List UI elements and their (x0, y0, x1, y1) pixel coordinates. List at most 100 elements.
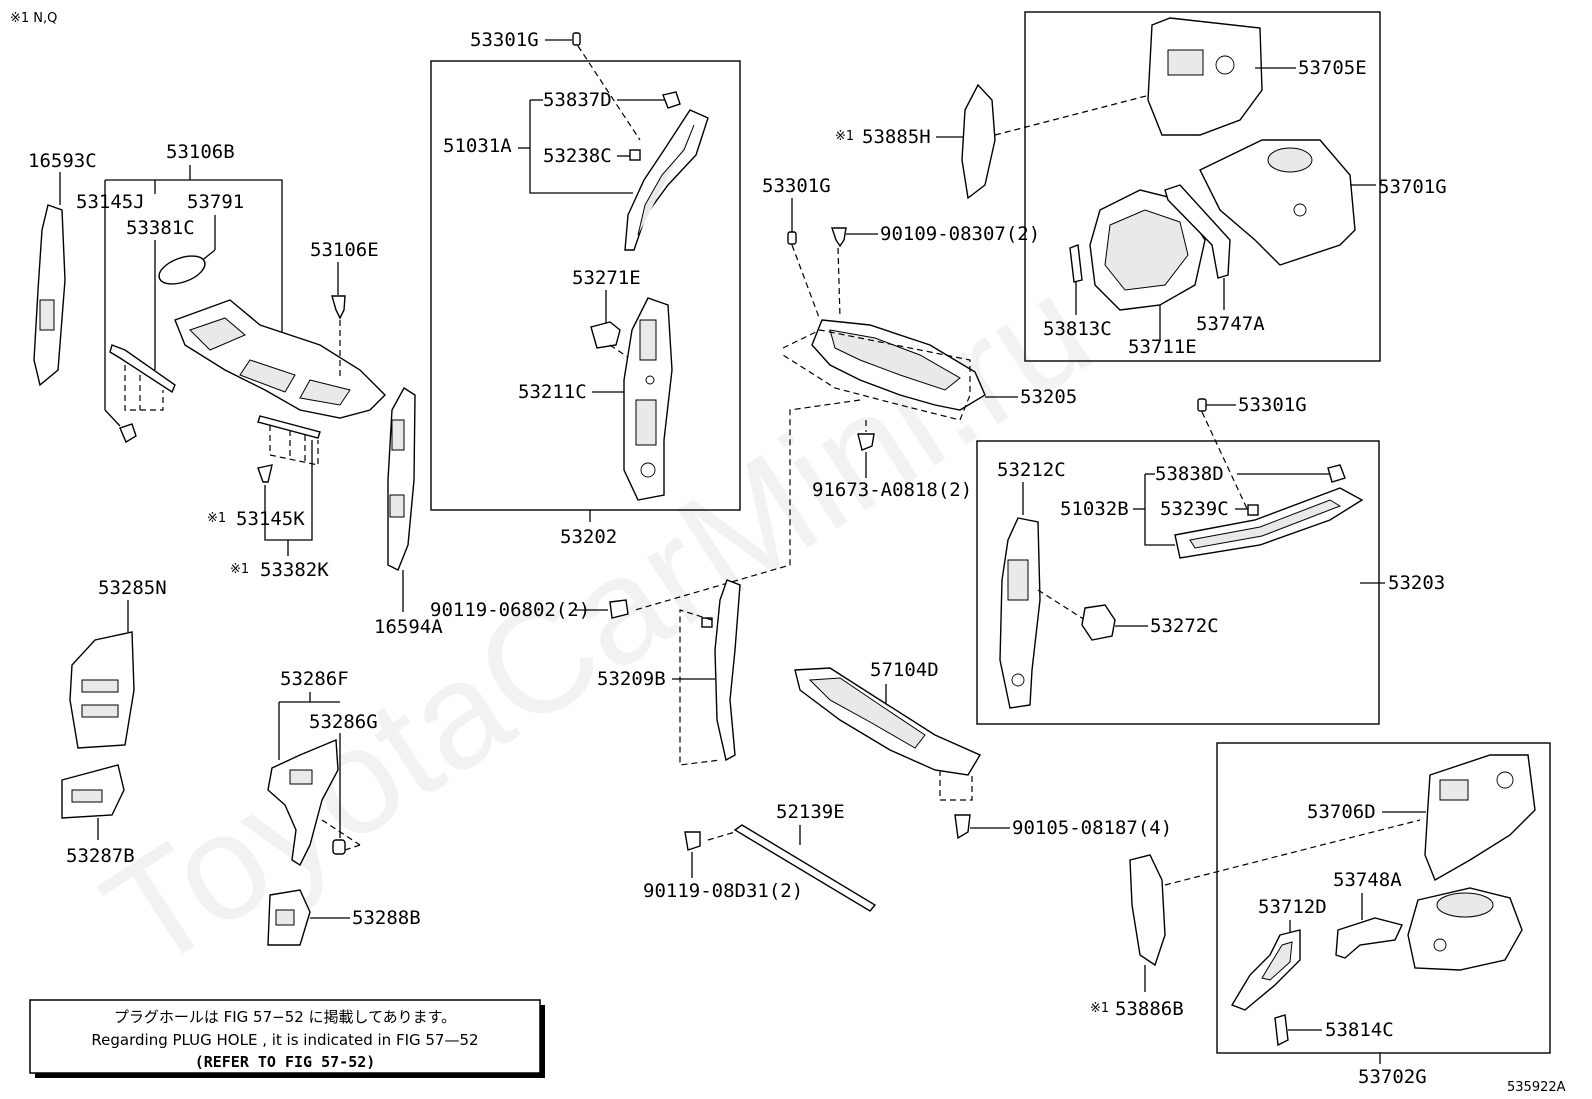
label-53814C[interactable]: 53814C (1325, 1019, 1394, 1041)
label-53202[interactable]: 53202 (560, 526, 617, 548)
mark-53886B: ※1 (1090, 1001, 1109, 1016)
label-53106B[interactable]: 53106B (166, 141, 235, 163)
panel-16593C (33, 204, 66, 387)
seal-53381C (109, 344, 176, 394)
panel-53885H (961, 83, 996, 200)
note-line-2: Regarding PLUG HOLE , it is indicated in… (91, 1031, 478, 1049)
seal-53382K (257, 415, 321, 439)
label-53288B[interactable]: 53288B (352, 907, 421, 929)
bracket-53838D (1327, 464, 1346, 483)
label-53211C[interactable]: 53211C (518, 381, 587, 403)
apron-53701G (1199, 139, 1356, 266)
label-53285N[interactable]: 53285N (98, 577, 167, 599)
label-53791[interactable]: 53791 (187, 191, 244, 213)
diagram-code: 535922A (1507, 1080, 1566, 1095)
label-53286F[interactable]: 53286F (280, 668, 349, 690)
group-box-53202 (430, 60, 741, 511)
label-51031A[interactable]: 51031A (443, 135, 512, 157)
panel-53886B (1129, 854, 1166, 967)
clip-53286G (332, 839, 346, 855)
label-53286G[interactable]: 53286G (309, 711, 378, 733)
apron-53705E (1147, 17, 1263, 136)
label-16593C[interactable]: 16593C (28, 150, 97, 172)
label-53382K[interactable]: 53382K (260, 559, 329, 581)
label-53885H[interactable]: 53885H (862, 126, 931, 148)
label-90119b[interactable]: 90119-08D31(2) (643, 880, 803, 902)
bolt-90119-b (684, 831, 701, 851)
reinforcement-53747A (1164, 184, 1231, 279)
label-53301G-c[interactable]: 53301G (1238, 394, 1307, 416)
label-53701G[interactable]: 53701G (1378, 176, 1447, 198)
label-53145J[interactable]: 53145J (76, 191, 145, 213)
label-53203[interactable]: 53203 (1388, 572, 1445, 594)
label-51032B[interactable]: 51032B (1060, 498, 1129, 520)
apron-53706D (1424, 754, 1536, 882)
note-box (29, 999, 541, 1074)
label-16594A[interactable]: 16594A (374, 616, 443, 638)
bolt-91673 (857, 433, 875, 451)
panel-53286F (267, 738, 339, 867)
bracket-53272C (1081, 604, 1116, 641)
label-53702G[interactable]: 53702G (1358, 1066, 1427, 1088)
label-53145K[interactable]: 53145K (236, 508, 305, 530)
label-53205[interactable]: 53205 (1020, 386, 1077, 408)
clip-53301G-a (572, 32, 581, 46)
label-57104D[interactable]: 57104D (870, 659, 939, 681)
label-53238C[interactable]: 53238C (543, 145, 612, 167)
label-53301G-a[interactable]: 53301G (470, 29, 539, 51)
label-52139E[interactable]: 52139E (776, 801, 845, 823)
brace-52139E (733, 824, 877, 912)
label-53301G-b[interactable]: 53301G (762, 175, 831, 197)
label-53106E[interactable]: 53106E (310, 239, 379, 261)
mark-53145K: ※1 (207, 511, 226, 526)
label-90105[interactable]: 90105-08187(4) (1012, 817, 1172, 839)
clip-53145J (119, 423, 137, 444)
panel-16594A (387, 387, 416, 571)
bracket-53837D (662, 91, 681, 109)
clip-53239C (1247, 504, 1259, 516)
label-53287B[interactable]: 53287B (66, 845, 135, 867)
label-53209B[interactable]: 53209B (597, 668, 666, 690)
cover-53791 (158, 255, 206, 285)
label-53705E[interactable]: 53705E (1298, 57, 1367, 79)
label-53711E[interactable]: 53711E (1128, 336, 1197, 358)
group-box-53702G (1216, 742, 1551, 1054)
label-53748A[interactable]: 53748A (1333, 869, 1402, 891)
group-box-5370x (1024, 11, 1381, 362)
bracket-53814C (1274, 1014, 1289, 1047)
label-53706D[interactable]: 53706D (1307, 801, 1376, 823)
clip-53301G-b (787, 231, 797, 245)
mark-53885H: ※1 (835, 129, 854, 144)
label-53886B[interactable]: 53886B (1115, 998, 1184, 1020)
label-53271E[interactable]: 53271E (572, 267, 641, 289)
clip-53145K (257, 464, 273, 483)
note-line-1: プラグホールは FIG 57−52 に掲載してあります。 (114, 1008, 456, 1026)
bracket-53271E (590, 321, 621, 349)
label-53712D[interactable]: 53712D (1258, 896, 1327, 918)
clip-53106E (331, 295, 346, 320)
reinforcement-53748A (1335, 917, 1403, 959)
label-53837D[interactable]: 53837D (543, 89, 612, 111)
label-90109[interactable]: 90109-08307(2) (880, 223, 1040, 245)
panel-53211C (623, 297, 673, 501)
label-53212C[interactable]: 53212C (997, 459, 1066, 481)
bolt-90119-a (609, 599, 629, 619)
note-line-3: (REFER TO FIG 57-52) (195, 1053, 376, 1071)
header-note: ※1 N,Q (10, 11, 57, 26)
pillar-53209B (714, 579, 741, 762)
clip-53238C (629, 149, 641, 161)
clip-53301G-c (1197, 398, 1207, 412)
label-53381C[interactable]: 53381C (126, 217, 195, 239)
label-53239C[interactable]: 53239C (1160, 498, 1229, 520)
label-53838D[interactable]: 53838D (1155, 463, 1224, 485)
pillar-51031A (624, 109, 709, 251)
label-90119a[interactable]: 90119-06802(2) (430, 599, 590, 621)
label-53272C[interactable]: 53272C (1150, 615, 1219, 637)
bolt-90105 (954, 814, 971, 840)
bracket-53813C (1069, 244, 1083, 283)
label-91673[interactable]: 91673-A0818(2) (812, 479, 972, 501)
undercover-53106B (174, 299, 386, 419)
label-53747A[interactable]: 53747A (1196, 313, 1265, 335)
label-53813C[interactable]: 53813C (1043, 318, 1112, 340)
